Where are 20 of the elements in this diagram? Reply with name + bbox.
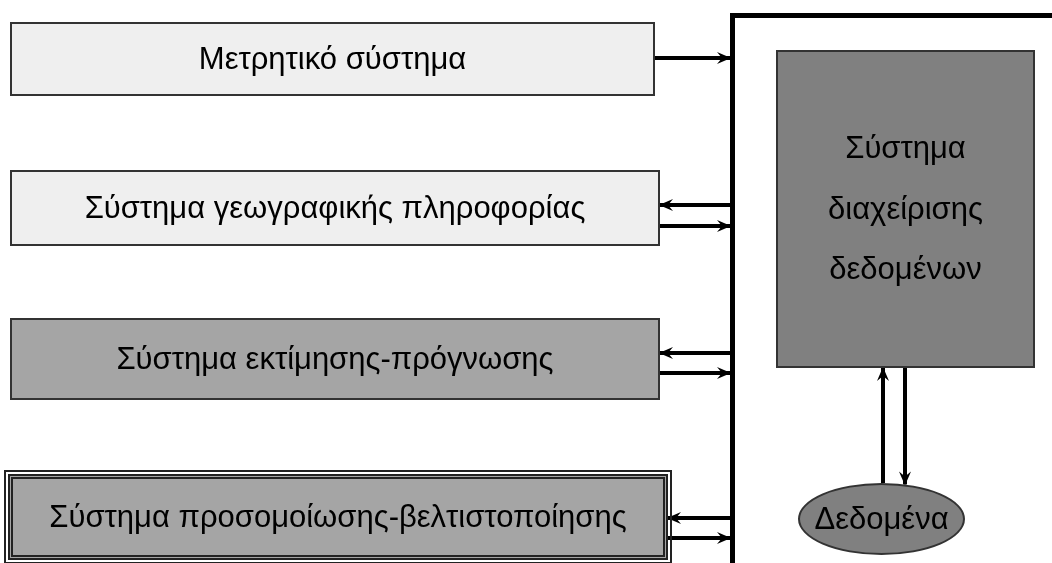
process-box: [10, 318, 660, 400]
process-box: [10, 22, 655, 96]
arrow: [660, 367, 731, 379]
node-label: Μετρητικό σύστημα: [198, 41, 467, 77]
arrow: [659, 347, 730, 359]
node-label: Σύστημα προσομοίωσης-βελτιστοποίησης: [49, 499, 627, 535]
arrow: [667, 512, 730, 524]
process-box: [776, 50, 1035, 368]
process-box: [10, 170, 660, 246]
node-label: Σύστημα γεωγραφικής πληροφορίας: [84, 190, 586, 226]
arrow: [899, 368, 911, 486]
node-label: Δεδομένα: [814, 501, 949, 537]
arrow: [655, 52, 731, 64]
arrow: [659, 199, 730, 211]
frame-box: [730, 13, 1052, 563]
arrow: [877, 367, 889, 483]
node-label: Σύστημα εκτίμησης-πρόγνωσης: [116, 341, 554, 377]
arrow: [668, 532, 731, 544]
node-label: Σύστημα διαχείρισης δεδομένων: [827, 129, 984, 289]
arrow: [660, 220, 731, 232]
